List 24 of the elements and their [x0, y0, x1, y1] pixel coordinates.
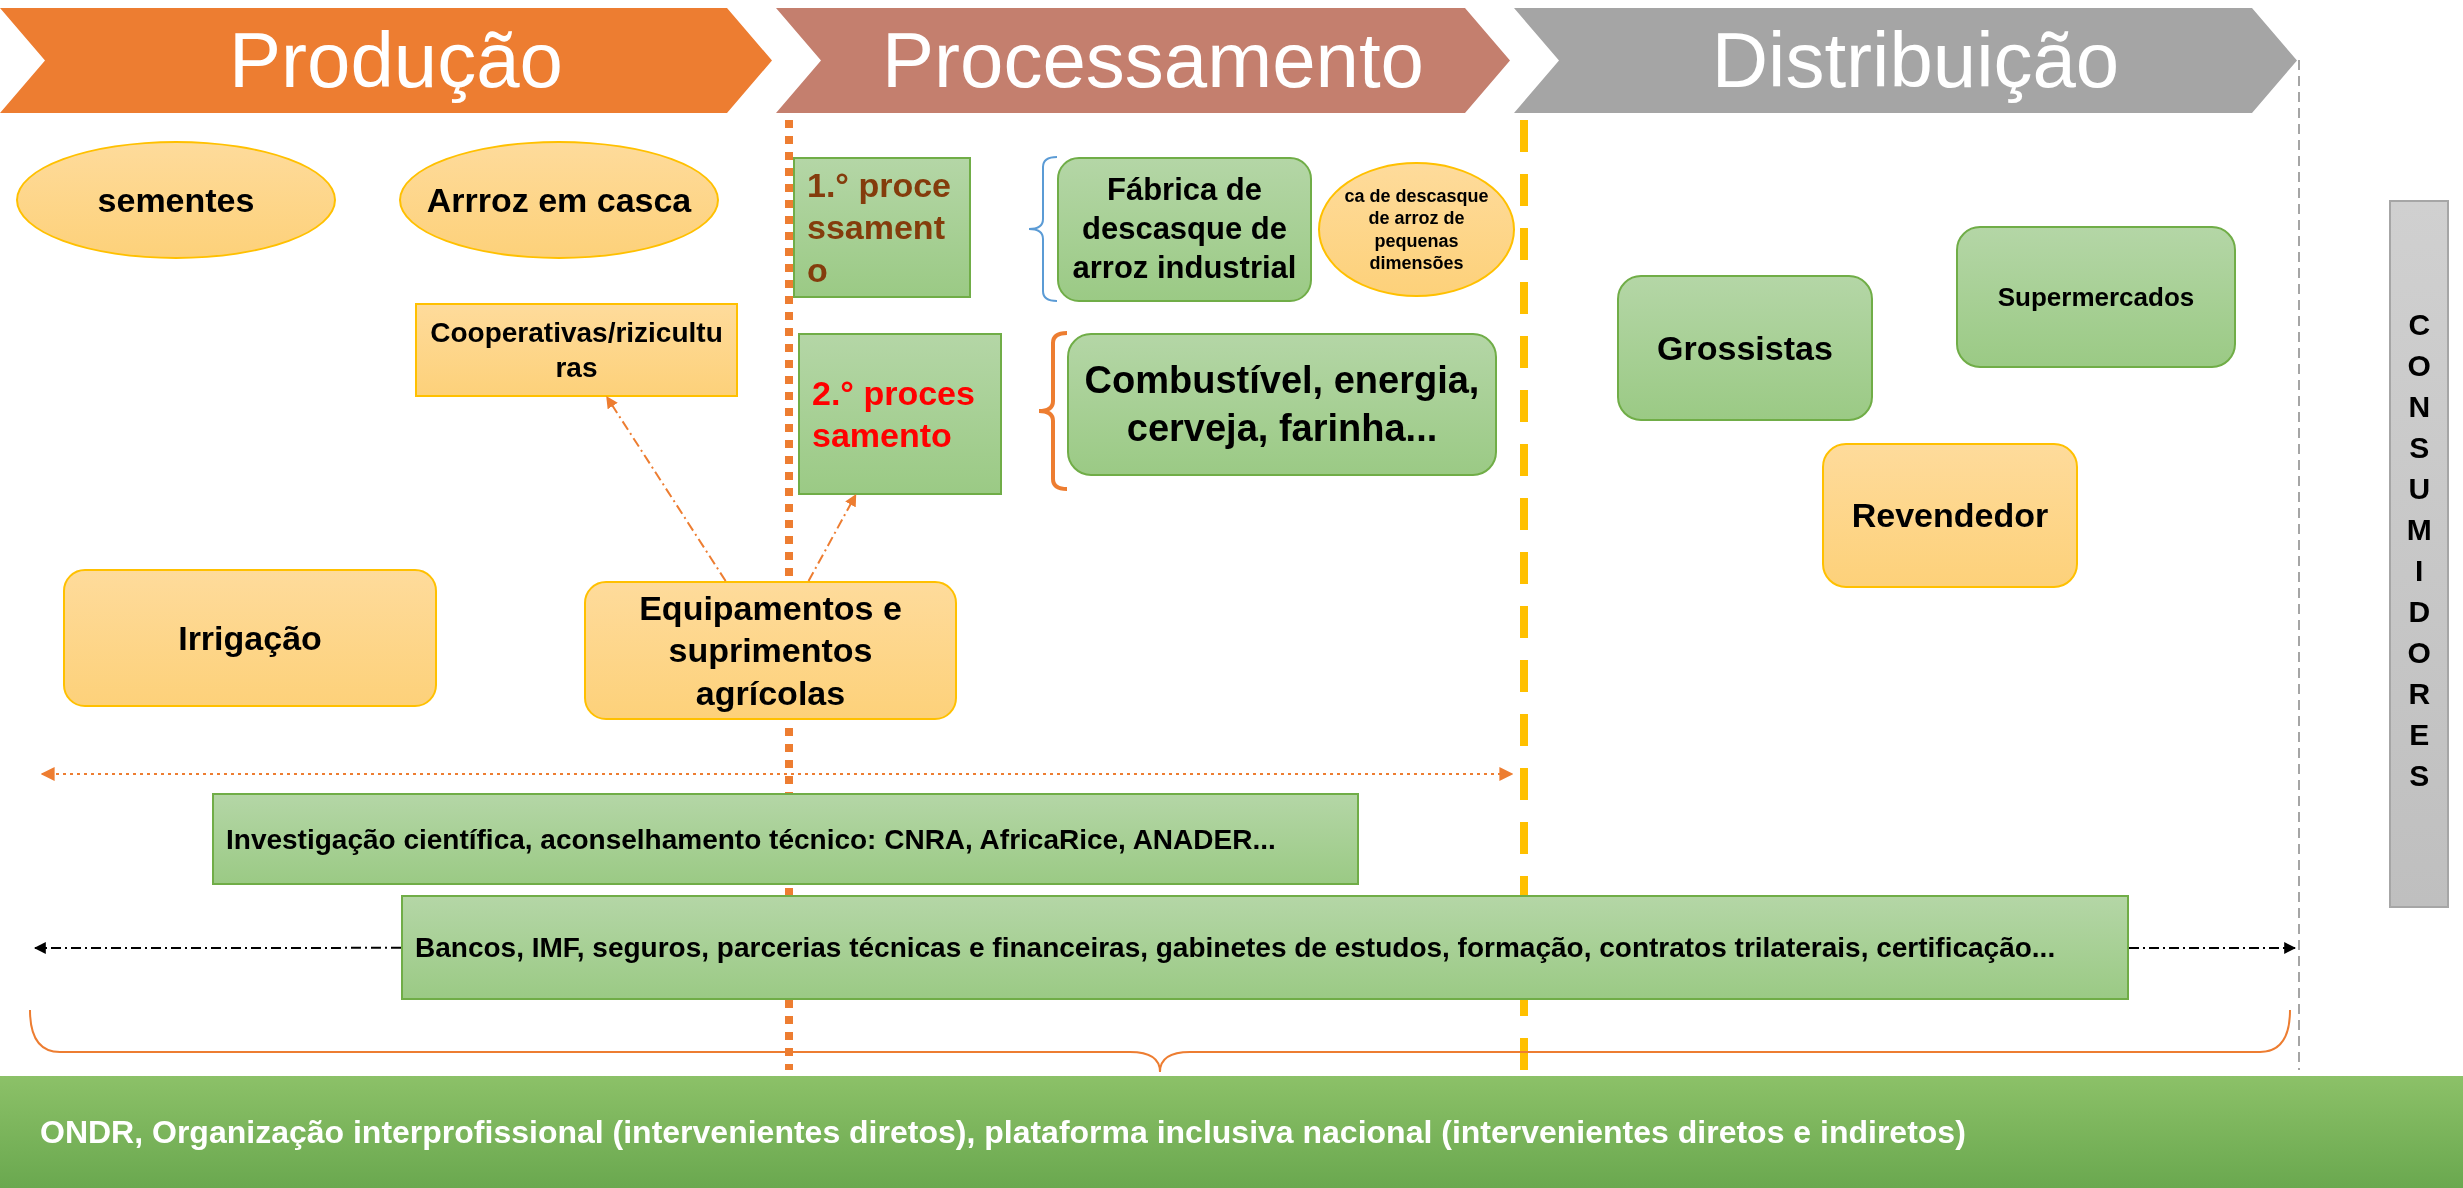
phase-banner: Processamento — [776, 8, 1510, 113]
ellipse-node: ca de descasque de arroz de pequenas dimensões — [1318, 162, 1515, 297]
banner: ONDR, Organização interprofissional (intervenientes diretos), plataforma inclusiva nacional (intervenientes diretos e indiretos) — [0, 1076, 2463, 1188]
side-bar: CONSUMIDORES — [2389, 200, 2449, 908]
process-box: Cooperativas/riziculturas — [415, 303, 738, 397]
phase-banner: Distribuição — [1514, 8, 2297, 113]
ellipse-node: sementes — [16, 141, 336, 259]
process-box: 2.° processamento — [798, 333, 1002, 495]
ellipse-node: Arrroz em casca — [399, 141, 719, 259]
process-box: Investigação científica, aconselhamento técnico: CNRA, AfricaRice, ANADER... — [212, 793, 1359, 885]
process-box: 1.° processamento — [793, 157, 971, 298]
process-box: Supermercados — [1956, 226, 2236, 368]
process-box: Equipamentos e suprimentos agrícolas — [584, 581, 957, 720]
process-box: Fábrica de descasque de arroz industrial — [1057, 157, 1312, 302]
arrow — [2128, 942, 2297, 954]
process-box: Bancos, IMF, seguros, parcerias técnicas e financeiras, gabinetes de estudos, formação, contratos trilaterais, certificação... — [401, 895, 2129, 1000]
process-box: Grossistas — [1617, 275, 1873, 421]
arrow — [605, 396, 727, 582]
arrow — [807, 493, 857, 582]
phase-banner: Produção — [0, 8, 772, 113]
process-box: Revendedor — [1822, 443, 2078, 588]
process-box: Combustível, energia, cerveja, farinha... — [1067, 333, 1497, 476]
process-box: Irrigação — [63, 569, 437, 707]
arrow — [33, 942, 402, 954]
